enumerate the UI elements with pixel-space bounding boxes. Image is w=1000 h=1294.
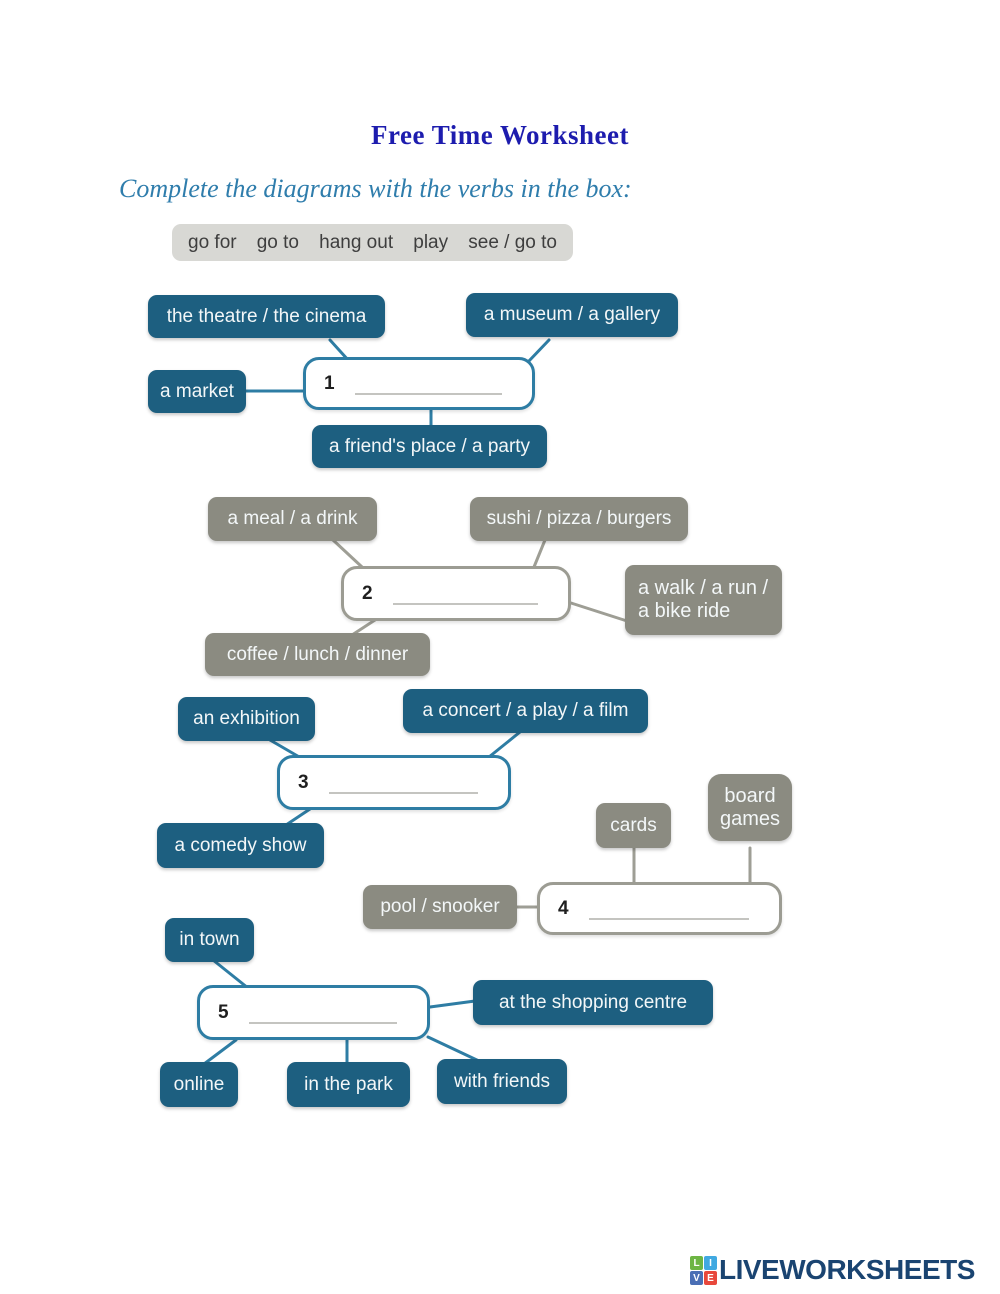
- label-pool-snooker: pool / snooker: [363, 885, 517, 929]
- label-friends-place-party: a friend's place / a party: [312, 425, 547, 468]
- logo-letter-i: I: [704, 1256, 717, 1270]
- answer-blank-4[interactable]: [588, 898, 749, 920]
- label-shopping-centre: at the shopping centre: [473, 980, 713, 1025]
- verb-see-go-to: see / go to: [468, 231, 557, 253]
- label-theatre-cinema: the theatre / the cinema: [148, 295, 385, 338]
- answer-box-2: 2: [341, 566, 571, 621]
- label-walk-run-bikeride: a walk / a run / a bike ride: [625, 565, 782, 635]
- label-museum-gallery: a museum / a gallery: [466, 293, 678, 337]
- label-board-games: board games: [708, 774, 792, 841]
- label-concert-play-film: a concert / a play / a film: [403, 689, 648, 733]
- answer-blank-1[interactable]: [354, 373, 502, 395]
- verb-play: play: [413, 231, 449, 253]
- connector-5-friends: [426, 1035, 481, 1063]
- label-sushi-pizza-burgers: sushi / pizza / burgers: [470, 497, 688, 541]
- connector-meal-2: [331, 538, 364, 569]
- answer-number-4: 4: [558, 897, 569, 919]
- logo-letter-e: E: [704, 1271, 717, 1285]
- connector-5-shopping: [428, 999, 477, 1009]
- instruction-text: Complete the diagrams with the verbs in …: [119, 174, 632, 203]
- connector-2-walk: [569, 601, 629, 623]
- label-with-friends: with friends: [437, 1059, 567, 1104]
- answer-blank-3[interactable]: [328, 772, 478, 794]
- answer-box-1: 1: [303, 357, 535, 410]
- logo-letter-v: V: [690, 1271, 703, 1285]
- page-title: Free Time Worksheet: [371, 120, 629, 150]
- label-market: a market: [148, 370, 246, 413]
- label-exhibition: an exhibition: [178, 697, 315, 741]
- verb-hang-out: hang out: [319, 231, 394, 253]
- answer-box-4: 4: [537, 882, 782, 935]
- label-in-town: in town: [165, 918, 254, 962]
- label-games-line2: games: [719, 807, 781, 830]
- connector-intown-5: [211, 958, 250, 990]
- verb-go-to: go to: [256, 231, 299, 253]
- connector-5-online: [202, 1038, 238, 1066]
- liveworksheets-logo-icon: L I V E: [690, 1256, 717, 1285]
- connector-museum-1: [526, 338, 551, 364]
- answer-number-1: 1: [324, 372, 335, 394]
- label-comedy-show: a comedy show: [157, 823, 324, 868]
- connector-concert-3: [487, 730, 522, 759]
- label-bike-ride-line2: a bike ride: [638, 600, 731, 622]
- answer-number-2: 2: [362, 582, 373, 604]
- verb-word-bank: go for go to hang out play see / go to: [172, 224, 573, 261]
- answer-box-3: 3: [277, 755, 511, 810]
- connector-3-comedy: [284, 807, 312, 827]
- label-board-line1: board: [724, 784, 776, 807]
- label-meal-drink: a meal / a drink: [208, 497, 377, 541]
- answer-box-5: 5: [197, 985, 430, 1040]
- label-in-the-park: in the park: [287, 1062, 410, 1107]
- liveworksheets-brand-text: LIVEWORKSHEETS: [719, 1254, 975, 1285]
- label-online: online: [160, 1062, 238, 1107]
- logo-letter-l: L: [690, 1256, 703, 1270]
- answer-number-5: 5: [218, 1001, 229, 1023]
- connector-2-coffee: [350, 618, 377, 637]
- answer-number-3: 3: [298, 771, 309, 793]
- connector-sushi-2: [532, 538, 547, 569]
- label-cards: cards: [596, 803, 671, 848]
- verb-go-for: go for: [188, 231, 237, 253]
- label-coffee-lunch-dinner: coffee / lunch / dinner: [205, 633, 430, 676]
- answer-blank-5[interactable]: [248, 1002, 397, 1024]
- answer-blank-2[interactable]: [392, 583, 538, 605]
- label-walk-run-line1: a walk / a run /: [638, 577, 769, 599]
